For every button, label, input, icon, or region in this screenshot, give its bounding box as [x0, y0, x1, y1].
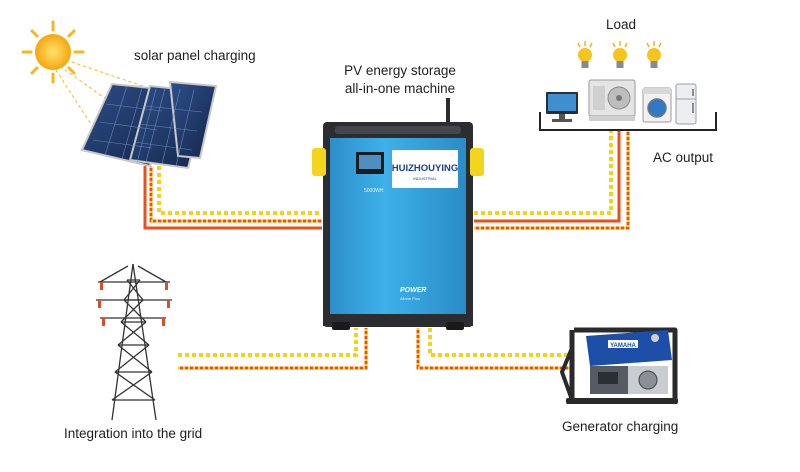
cable-device-to-generator: [416, 328, 570, 370]
label-grid-integration: Integration into the grid: [64, 426, 203, 441]
generator-icon: YAMAHA: [559, 327, 678, 404]
light-bulb-icon: [577, 41, 662, 68]
label-load: Load: [606, 17, 637, 32]
refrigerator-icon: [675, 83, 697, 125]
monitor-icon: [546, 92, 578, 122]
sun-icon: [21, 20, 161, 136]
label-ac-output: AC output: [653, 150, 714, 165]
label-solar-panel-charging: solar panel charging: [134, 48, 256, 63]
generator-brand: YAMAHA: [610, 343, 636, 349]
washing-machine-icon: [642, 87, 672, 123]
air-conditioner-icon: [588, 79, 636, 121]
power-tower-icon: [96, 263, 172, 421]
brand-logo-subtext: INDUSTRIAL: [413, 176, 438, 181]
cable-device-to-load: [474, 130, 630, 230]
model-label: POWER: [400, 287, 426, 294]
cables: [143, 130, 630, 370]
model-sublabel: Allone Plus: [400, 296, 420, 301]
cable-solar-to-device: [143, 166, 322, 230]
label-generator-charging: Generator charging: [562, 419, 679, 434]
cable-grid-to-device: [178, 328, 368, 370]
storage-device: HUIZHOUYING INDUSTRIAL 5000WH POWER Allo…: [312, 98, 484, 330]
label-machine-line2: all-in-one machine: [344, 81, 456, 96]
label-machine-line1: PV energy storage: [344, 63, 456, 78]
load-shelf: [539, 112, 717, 131]
capacity-label: 5000WH: [364, 188, 384, 194]
brand-logo-text: HUIZHOUYING: [392, 163, 459, 174]
solar-panel-icon: [80, 80, 218, 170]
